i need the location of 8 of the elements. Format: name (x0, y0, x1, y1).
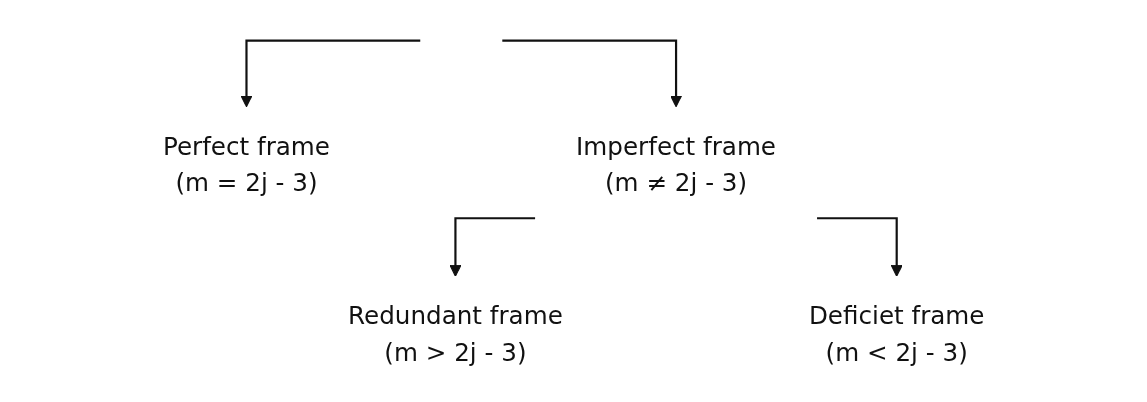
arrow (816, 217, 903, 277)
node-text: Perfect frame (m = 2j - 3) (162, 131, 330, 197)
node-text: Redundant frame (m > 2j - 3) (347, 300, 563, 367)
node-text: Deficiet frame (m < 2j - 3) (808, 300, 985, 367)
arrow (502, 39, 682, 108)
arrow (240, 39, 420, 108)
node-text: Imperfect frame (m ≠ 2j - 3) (575, 131, 776, 197)
arrow (449, 217, 535, 277)
